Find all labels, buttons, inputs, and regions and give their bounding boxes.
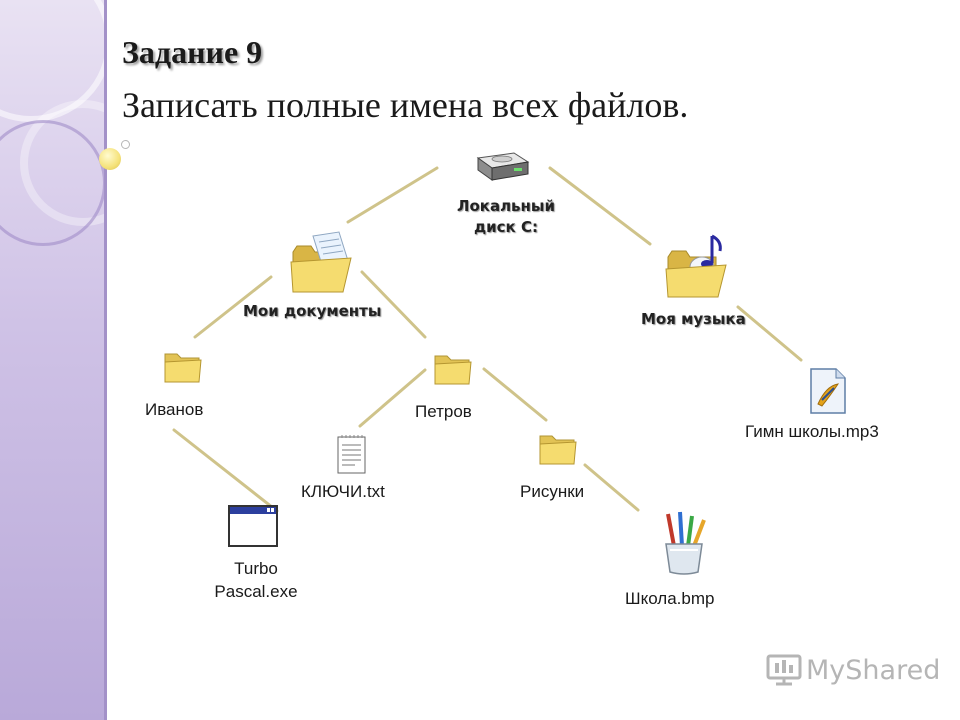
- folder-label-petrov: Петров: [415, 402, 472, 421]
- slide-title: Задание 9: [122, 34, 263, 70]
- connector-line: [482, 367, 548, 422]
- connector-line: [736, 305, 803, 362]
- folder-label-ivanov: Иванов: [145, 400, 204, 419]
- folder-label-my-music: Моя музыка: [641, 310, 746, 328]
- open-folder-music-icon: [665, 234, 727, 298]
- file-label-line: Pascal.exe: [214, 582, 298, 601]
- file-label-anthem-mp3: Гимн школы.mp3: [745, 422, 879, 441]
- folder-label-my-documents: Мои документы: [243, 302, 382, 320]
- connector-line: [193, 275, 273, 339]
- decorative-dot: [121, 140, 130, 149]
- root-label: Локальный диск С:: [446, 197, 566, 236]
- connector-line: [360, 270, 427, 339]
- connector-line: [548, 166, 652, 246]
- decorative-dot: [99, 148, 121, 170]
- sidebar-edge: [104, 0, 107, 720]
- folder-label-pictures: Рисунки: [520, 482, 585, 501]
- connector-line: [346, 166, 439, 224]
- decorative-sidebar: [0, 0, 107, 720]
- watermark-logo: MyShared: [766, 654, 940, 686]
- open-folder-documents-icon: [290, 231, 352, 293]
- watermark-text: MyShared: [806, 654, 941, 686]
- slide-subtitle: Записать полные имена всех файлов.: [122, 85, 689, 125]
- connector-line: [583, 463, 640, 512]
- file-label-school-bmp: Школа.bmp: [625, 589, 715, 608]
- folder-icon: [164, 353, 202, 383]
- application-window-icon: [228, 505, 278, 547]
- folder-icon: [434, 355, 472, 385]
- root-label-line: Локальный: [457, 197, 555, 215]
- root-label-line: диск С:: [474, 218, 538, 236]
- connector-line: [358, 368, 427, 428]
- file-label-line: Turbo: [234, 559, 278, 578]
- media-file-icon: [810, 368, 846, 414]
- folder-icon: [539, 435, 577, 465]
- file-label-turbo-pascal: Turbo Pascal.exe: [196, 557, 316, 603]
- file-label-keys-txt: КЛЮЧИ.txt: [301, 482, 385, 501]
- slideshow-logo-icon: [766, 654, 802, 686]
- text-file-icon: [337, 435, 366, 474]
- hard-drive-icon: [476, 152, 530, 181]
- paint-brushes-icon: [665, 511, 706, 575]
- connector-line: [172, 428, 279, 513]
